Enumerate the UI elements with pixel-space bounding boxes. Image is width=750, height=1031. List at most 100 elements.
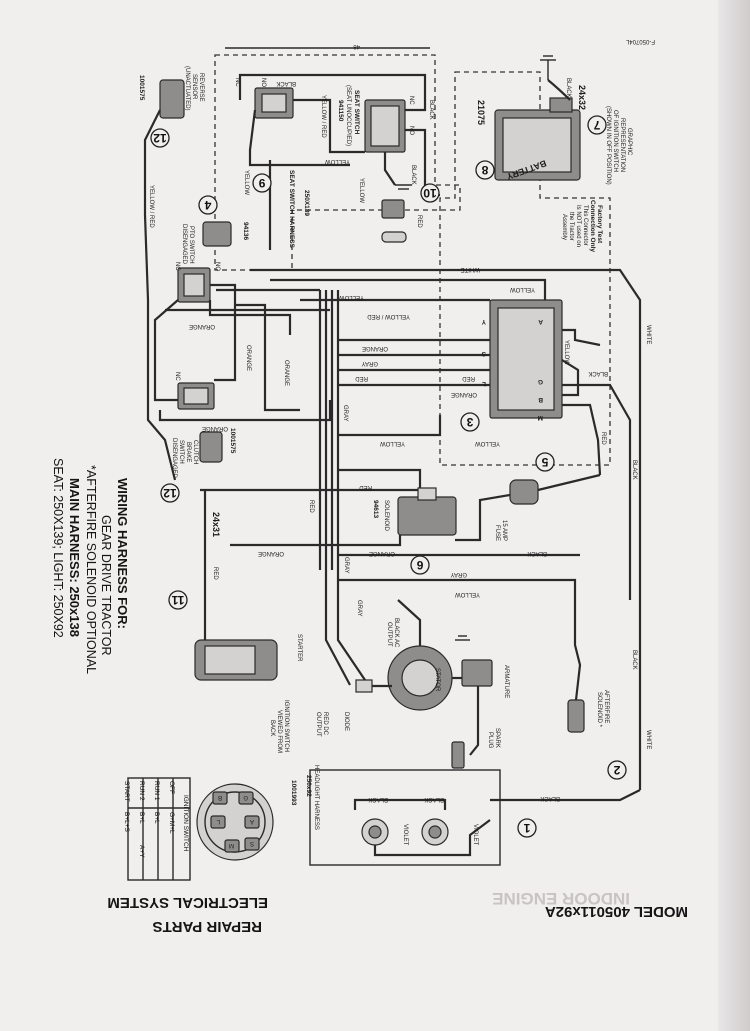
ignition-table-extra: A+Y bbox=[138, 845, 145, 858]
reverse-sensor-1: REVERSE bbox=[198, 73, 204, 102]
ignition-table-pos: OFF bbox=[168, 781, 175, 794]
wire-black-ign: BLACK bbox=[588, 370, 608, 376]
ignition-letter: M bbox=[538, 414, 543, 421]
ignition-letter: S bbox=[481, 350, 486, 357]
ignition-terminal-label: M bbox=[229, 842, 234, 848]
ground-symbol-battery bbox=[540, 55, 556, 80]
wire-red-starter: RED bbox=[212, 567, 218, 580]
callout-9: 9 bbox=[252, 173, 272, 193]
wire-yellow-red-main: YELLOW / RED bbox=[367, 313, 410, 319]
factory-test-3: This Connector bbox=[582, 205, 588, 246]
dim-48: 48 bbox=[353, 43, 360, 49]
factory-test-4: Is NOT used on bbox=[575, 205, 581, 247]
wire-yellow-red-left: YELLOW / RED bbox=[148, 185, 154, 228]
reverse-sensor-3: (UNACTUATED) bbox=[184, 66, 190, 111]
reverse-switch bbox=[254, 87, 294, 119]
seat-switch-1: SEAT SWITCH bbox=[353, 90, 360, 135]
spark-2: PLUG bbox=[487, 732, 493, 749]
ignition-table-pos: RUN 2 bbox=[138, 781, 145, 801]
headlight-left bbox=[361, 818, 389, 846]
ignition-terminal bbox=[210, 815, 226, 829]
wire-gray-sol: GRAY bbox=[450, 571, 467, 577]
starter-label: STARTER bbox=[296, 634, 302, 662]
callout-5: 5 bbox=[535, 452, 555, 472]
ign-view-1: IGNITION SWITCH bbox=[283, 700, 289, 752]
red-dc-2: OUTPUT bbox=[315, 712, 321, 737]
ignition-table-pos: START bbox=[123, 781, 130, 802]
afterfire-2: SOLENOID * bbox=[596, 692, 602, 728]
battery-cable-color: BLACK bbox=[565, 78, 571, 98]
clutch-switch-icon bbox=[199, 431, 223, 463]
clutch-2: BRAKE bbox=[185, 442, 191, 462]
callout-4: 4 bbox=[198, 195, 218, 215]
wire-yellow-drop: YELLOW bbox=[358, 178, 364, 203]
pto-no: NO bbox=[214, 262, 220, 271]
fuse-2: FUSE bbox=[494, 525, 500, 541]
sheet-edge bbox=[718, 0, 750, 1031]
callout-8: 8 bbox=[475, 160, 495, 180]
wire-orange-left3: ORANGE bbox=[258, 550, 284, 556]
callout-label: 9 bbox=[258, 176, 265, 190]
wire-orange-sol: ORANGE bbox=[369, 550, 395, 556]
callout-label: 5 bbox=[541, 455, 548, 469]
ignition-graphic bbox=[489, 299, 563, 419]
seat-harness-outline bbox=[214, 54, 461, 271]
seat-switch-part: 941150 bbox=[337, 100, 344, 122]
ignition-terminal-label: A bbox=[250, 818, 254, 824]
wire-red-10: RED bbox=[416, 215, 422, 228]
wire-yellow-main2: YELLOW bbox=[339, 294, 364, 300]
callout-label: 11 bbox=[171, 593, 184, 607]
ignition-table-circuit: G+M+L bbox=[168, 812, 175, 834]
harness-line4: SEAT: 250X139; LIGHT: 250X92 bbox=[51, 458, 65, 638]
pto-2: DISENGAGED bbox=[181, 224, 187, 265]
ign-part: 1001993 bbox=[290, 780, 297, 806]
section-line2: ELECTRICAL SYSTEM bbox=[107, 894, 268, 911]
headlight-right bbox=[421, 818, 449, 846]
pto-switch-icon bbox=[202, 221, 232, 247]
battery-part-number: 21075 bbox=[476, 100, 486, 125]
pto-1: PTO SWITCH bbox=[188, 226, 194, 264]
callout-label: 1 bbox=[523, 821, 530, 835]
ignition-table-circuit: B+L+S bbox=[123, 812, 130, 833]
seat-switch-2: (SEAT UNOCCUPIED) bbox=[345, 85, 351, 146]
wire-violet-2: VIOLET bbox=[472, 824, 478, 846]
wire-black-light2: BLACK bbox=[424, 796, 444, 802]
callout-3: 3 bbox=[460, 412, 480, 432]
graphic-rep-2: REPRESENTATION bbox=[619, 118, 625, 172]
wire-yellow-red-seat: YELLOW / RED bbox=[320, 95, 326, 138]
wire-orange-left: ORANGE bbox=[245, 345, 251, 371]
ignition-table bbox=[127, 777, 191, 881]
wire-black-light3: BLACK bbox=[540, 795, 560, 801]
callout-10: 10 bbox=[420, 183, 440, 203]
callout-label: 3 bbox=[466, 415, 473, 429]
reverse-sensor-2: SENSOR bbox=[191, 74, 197, 100]
wire-black-seat: BLACK bbox=[428, 100, 434, 120]
callout-12: 12 bbox=[160, 483, 180, 503]
factory-test-6: Assembly bbox=[561, 214, 567, 240]
model-title: MODEL 405011x92A bbox=[545, 903, 688, 920]
ignition-terminal bbox=[212, 791, 228, 805]
wire-orange-clutch: ORANGE bbox=[202, 425, 228, 431]
ignition-terminal bbox=[244, 815, 260, 829]
callout-label: 7 bbox=[593, 118, 600, 132]
callout-label: 12 bbox=[163, 486, 177, 500]
pto-nc: NC bbox=[174, 262, 180, 271]
ignition-terminal-label: B bbox=[218, 794, 222, 800]
wire-red-ign: RED bbox=[600, 432, 606, 445]
factory-test-2: Connection Only bbox=[589, 200, 596, 252]
wire-black-ign2: BLACK bbox=[527, 550, 547, 556]
wire-black-top: BLACK bbox=[276, 80, 296, 86]
ignition-terminal-label: G bbox=[243, 794, 248, 800]
factory-test-1: Factory Test bbox=[596, 205, 603, 244]
wire-yellow-seat: YELLOW bbox=[325, 158, 350, 164]
wire-yellow-ign2: YELLOW bbox=[475, 440, 500, 446]
wire-yellow-stator: YELLOW bbox=[455, 591, 480, 597]
form-number: F-050704L bbox=[625, 38, 655, 44]
clutch-nc: NC bbox=[174, 372, 180, 381]
callout-label: 2 bbox=[613, 763, 620, 777]
harness-line1: GEAR DRIVE TRACTOR bbox=[99, 515, 113, 656]
wire-red-sol: RED bbox=[359, 484, 372, 490]
ign-table-title: IGNITION SWITCH bbox=[182, 795, 189, 852]
